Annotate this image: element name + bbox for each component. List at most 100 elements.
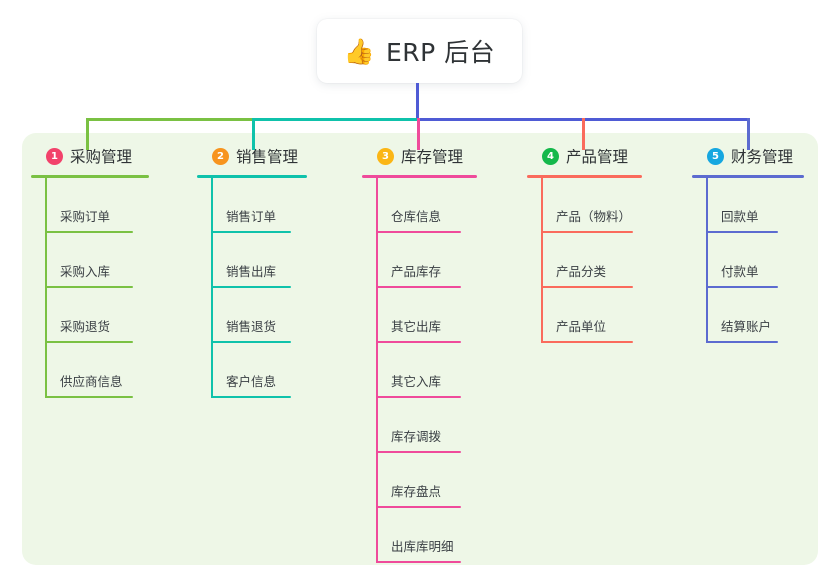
connector-drop-col2 <box>252 118 255 150</box>
list-item[interactable]: 其它入库 <box>361 343 477 398</box>
list-item-label: 仓库信息 <box>391 209 442 224</box>
list-item-underline <box>376 286 461 288</box>
list-item-label: 其它入库 <box>391 374 442 389</box>
column-title-label: 财务管理 <box>731 148 794 166</box>
list-item-label: 付款单 <box>721 264 759 279</box>
column-header-4[interactable]: 4 产品管理 <box>526 143 642 169</box>
column-spine <box>541 178 543 343</box>
list-item-label: 销售订单 <box>226 209 277 224</box>
list-item[interactable]: 产品分类 <box>526 233 642 288</box>
list-item[interactable]: 付款单 <box>691 233 804 288</box>
column-title-label: 采购管理 <box>70 148 133 166</box>
column-item-list: 产品（物料） 产品分类产品单位 <box>526 178 642 343</box>
list-item-label: 采购订单 <box>60 209 111 224</box>
column-财务管理: 5 财务管理回款单付款单结算账户 <box>691 143 804 343</box>
list-item-underline <box>376 341 461 343</box>
list-item-underline <box>541 286 633 288</box>
column-spine <box>376 178 378 563</box>
list-item-label: 产品分类 <box>556 264 607 279</box>
content-panel <box>22 133 818 565</box>
list-item[interactable]: 库存盘点 <box>361 453 477 508</box>
list-item[interactable]: 销售退货 <box>196 288 307 343</box>
list-item-label: 客户信息 <box>226 374 277 389</box>
column-header-1[interactable]: 1 采购管理 <box>30 143 149 169</box>
list-item-label: 供应商信息 <box>60 374 123 389</box>
list-item-label: 库存盘点 <box>391 484 442 499</box>
list-item[interactable]: 产品库存 <box>361 233 477 288</box>
list-item-underline <box>45 341 133 343</box>
list-item-underline <box>45 231 133 233</box>
list-item-underline <box>211 231 291 233</box>
column-index-badge: 4 <box>542 147 559 165</box>
list-item-underline <box>541 231 633 233</box>
column-title-label: 产品管理 <box>566 148 629 166</box>
list-item[interactable]: 库存调拨 <box>361 398 477 453</box>
root-node-label: ERP 后台 <box>385 38 496 67</box>
list-item[interactable]: 销售订单 <box>196 178 307 233</box>
column-index-badge: 1 <box>46 147 63 165</box>
list-item-label: 结算账户 <box>721 319 772 334</box>
column-underline <box>527 175 642 178</box>
list-item[interactable]: 供应商信息 <box>30 343 149 398</box>
column-header-2[interactable]: 2 销售管理 <box>196 143 307 169</box>
connector-bus-mid <box>252 118 419 121</box>
column-spine <box>211 178 213 398</box>
list-item-underline <box>211 396 291 398</box>
list-item-label: 其它出库 <box>391 319 442 334</box>
column-index-badge: 5 <box>707 147 724 165</box>
list-item-label: 采购入库 <box>60 264 111 279</box>
list-item-underline <box>706 231 778 233</box>
column-item-list: 仓库信息产品库存其它出库其它入库库存调拨库存盘点出库库明细 <box>361 178 477 563</box>
list-item[interactable]: 产品（物料） <box>526 178 642 233</box>
list-item-underline <box>376 561 461 563</box>
column-underline <box>362 175 477 178</box>
list-item-label: 产品单位 <box>556 319 607 334</box>
list-item[interactable]: 回款单 <box>691 178 804 233</box>
list-item[interactable]: 销售出库 <box>196 233 307 288</box>
list-item-underline <box>211 286 291 288</box>
list-item-underline <box>376 506 461 508</box>
connector-drop-col1 <box>86 118 89 150</box>
list-item[interactable]: 客户信息 <box>196 343 307 398</box>
list-item[interactable]: 结算账户 <box>691 288 804 343</box>
list-item[interactable]: 出库库明细 <box>361 508 477 563</box>
list-item[interactable]: 采购订单 <box>30 178 149 233</box>
connector-drop-col5 <box>747 118 750 150</box>
list-item-label: 销售退货 <box>226 319 277 334</box>
column-产品管理: 4 产品管理产品（物料） 产品分类产品单位 <box>526 143 642 343</box>
column-header-5[interactable]: 5 财务管理 <box>691 143 804 169</box>
column-index-badge: 2 <box>212 147 229 165</box>
list-item-underline <box>376 231 461 233</box>
thumbs-up-emoji: 👍 <box>343 36 375 66</box>
list-item-underline <box>541 341 633 343</box>
list-item-underline <box>211 341 291 343</box>
root-node-erp-backend[interactable]: 👍 ERP 后台 <box>317 19 522 83</box>
column-item-list: 销售订单销售出库销售退货客户信息 <box>196 178 307 398</box>
connector-root-stem <box>416 83 419 120</box>
list-item-label: 销售出库 <box>226 264 277 279</box>
connector-bus-left <box>86 118 253 121</box>
list-item[interactable]: 仓库信息 <box>361 178 477 233</box>
column-销售管理: 2 销售管理销售订单销售出库销售退货客户信息 <box>196 143 307 398</box>
column-title-label: 销售管理 <box>236 148 299 166</box>
list-item[interactable]: 产品单位 <box>526 288 642 343</box>
list-item-label: 库存调拨 <box>391 429 442 444</box>
list-item-underline <box>376 396 461 398</box>
list-item-label: 出库库明细 <box>391 539 454 554</box>
list-item-label: 回款单 <box>721 209 759 224</box>
list-item[interactable]: 采购入库 <box>30 233 149 288</box>
list-item-underline <box>706 286 778 288</box>
column-underline <box>692 175 804 178</box>
column-item-list: 回款单付款单结算账户 <box>691 178 804 343</box>
list-item-underline <box>706 341 778 343</box>
list-item[interactable]: 其它出库 <box>361 288 477 343</box>
list-item[interactable]: 采购退货 <box>30 288 149 343</box>
list-item-label: 采购退货 <box>60 319 111 334</box>
list-item-label: 产品库存 <box>391 264 442 279</box>
column-spine <box>706 178 708 343</box>
list-item-label: 产品（物料） <box>556 209 632 224</box>
column-index-badge: 3 <box>377 147 394 165</box>
connector-drop-col4 <box>582 118 585 150</box>
